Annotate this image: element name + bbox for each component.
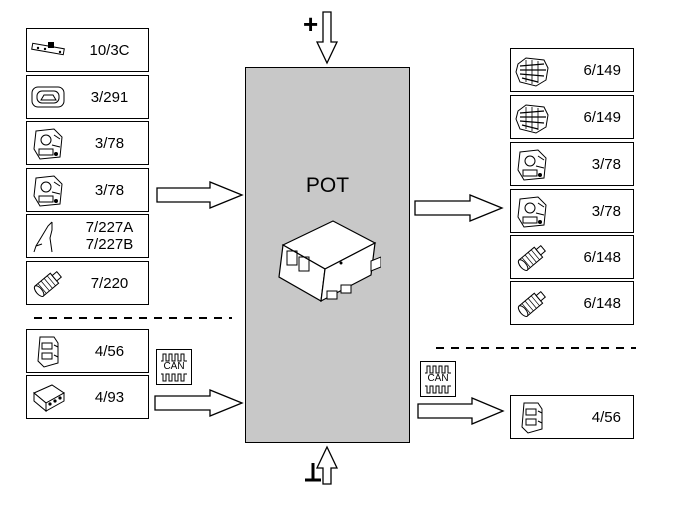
central-control-unit: POT <box>245 67 410 443</box>
component-code: 6/148 <box>583 294 621 312</box>
trunk-button-icon <box>30 79 66 115</box>
can-label: CAN <box>163 361 185 372</box>
can-label: CAN <box>427 373 449 384</box>
component-box-right-can-outputs: 4/56 <box>510 395 634 439</box>
power-symbol: + <box>303 9 318 39</box>
can-badge-left: CAN <box>156 349 192 385</box>
component-box-left-can-inputs: 4/56 <box>26 329 149 373</box>
component-code: 4/93 <box>94 388 125 406</box>
can-signal-icon <box>425 365 451 394</box>
component-code: 4/56 <box>591 408 621 426</box>
component-code: 6/149 <box>583 108 621 126</box>
component-code: 10/3C <box>89 41 130 59</box>
component-box-right-outputs: 6/148 <box>510 281 634 325</box>
component-box-left-inputs: 3/291 <box>26 75 149 119</box>
component-box-left-inputs: 7/220 <box>26 261 149 305</box>
component-box-left-inputs: 3/78 <box>26 121 149 165</box>
engine-icon <box>514 52 550 88</box>
connector-module-icon <box>30 379 66 415</box>
right-output-arrow <box>414 194 504 222</box>
component-box-left-inputs: 3/78 <box>26 168 149 212</box>
component-box-right-outputs: 6/149 <box>510 48 634 92</box>
component-code: 4/56 <box>94 342 125 360</box>
component-box-right-outputs: 3/78 <box>510 142 634 186</box>
control-module-icon <box>30 333 66 369</box>
component-code: 6/148 <box>583 248 621 266</box>
engine-icon <box>514 99 550 135</box>
left-can-arrow <box>154 389 244 417</box>
component-code: 6/149 <box>583 61 621 79</box>
component-box-right-outputs: 3/78 <box>510 189 634 233</box>
control-module-icon <box>514 399 550 435</box>
lock-actuator-icon <box>30 125 66 161</box>
power-arrow <box>315 11 339 65</box>
lock-actuator-icon <box>514 146 550 182</box>
central-unit-label: POT <box>305 174 350 197</box>
left-input-arrow <box>156 181 244 209</box>
component-box-left-can-inputs: 4/93 <box>26 375 149 419</box>
component-box-right-outputs: 6/149 <box>510 95 634 139</box>
lock-actuator-icon <box>514 193 550 229</box>
component-code: 3/78 <box>591 155 621 173</box>
right-can-arrow <box>417 397 505 425</box>
rail-icon <box>30 32 66 68</box>
component-box-right-outputs: 6/148 <box>510 235 634 279</box>
motor-icon <box>514 285 550 321</box>
window-frame-icon <box>30 218 66 254</box>
can-badge-right: CAN <box>420 361 456 397</box>
component-code: 3/291 <box>90 88 129 106</box>
component-code: 3/78 <box>591 202 621 220</box>
component-code: 3/78 <box>94 181 125 199</box>
component-code: 7/227A 7/227B <box>85 219 134 253</box>
motor-icon <box>30 265 66 301</box>
motor-icon <box>514 239 550 275</box>
component-code: 7/220 <box>90 274 129 292</box>
control-module-icon <box>278 220 381 303</box>
component-box-left-inputs: 7/227A 7/227B <box>26 214 149 258</box>
ground-arrow <box>315 445 339 485</box>
ground-symbol-icon <box>305 463 321 482</box>
component-code: 3/78 <box>94 134 125 152</box>
can-signal-icon <box>161 353 187 382</box>
component-box-left-inputs: 10/3C <box>26 28 149 72</box>
lock-actuator-icon <box>30 172 66 208</box>
